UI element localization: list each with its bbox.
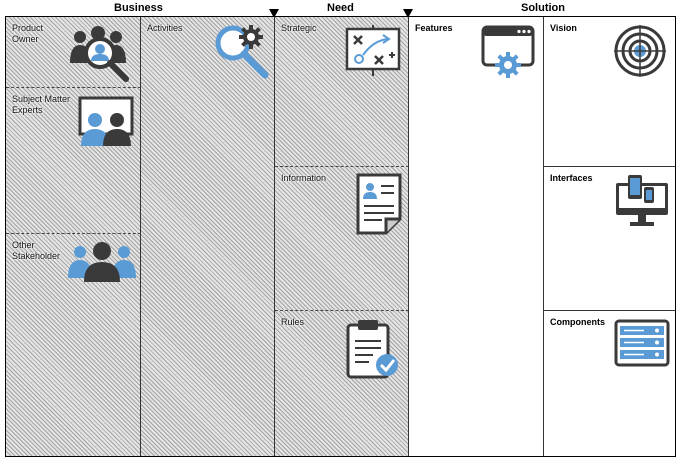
components-cell[interactable]: Components bbox=[544, 311, 675, 456]
other-stakeholder-cell[interactable]: Other Stakeholder bbox=[6, 234, 141, 456]
other-stakeholder-label: Other Stakeholder bbox=[12, 240, 61, 261]
information-label: Information bbox=[281, 173, 327, 183]
information-cell[interactable]: Information bbox=[275, 167, 409, 311]
server-rack-icon bbox=[614, 319, 670, 367]
product-owner-cell[interactable]: Product Owner bbox=[6, 17, 141, 88]
presentation-people-icon bbox=[78, 96, 134, 146]
vision-label: Vision bbox=[550, 23, 577, 33]
interfaces-label: Interfaces bbox=[550, 173, 593, 183]
business-header: Business bbox=[114, 2, 163, 14]
activities-cell[interactable]: Activities bbox=[141, 17, 275, 456]
strategy-board-icon bbox=[345, 25, 401, 76]
subject-matter-experts-cell[interactable]: Subject Matter Experts bbox=[6, 88, 141, 234]
rules-cell[interactable]: Rules bbox=[275, 311, 409, 456]
subject-matter-experts-label: Subject Matter Experts bbox=[12, 94, 71, 115]
components-label: Components bbox=[550, 317, 605, 327]
strategic-label: Strategic bbox=[281, 23, 317, 33]
features-cell[interactable]: Features bbox=[409, 17, 544, 456]
document-profile-icon bbox=[356, 173, 402, 235]
features-label: Features bbox=[415, 23, 453, 33]
clipboard-check-icon bbox=[346, 320, 398, 379]
need-header: Need bbox=[327, 2, 354, 14]
vision-cell[interactable]: Vision bbox=[544, 17, 675, 167]
people-search-icon bbox=[70, 26, 129, 82]
browser-gear-icon bbox=[481, 25, 535, 78]
group-people-icon bbox=[68, 242, 136, 282]
devices-icon bbox=[616, 175, 668, 226]
solution-header: Solution bbox=[521, 2, 565, 14]
target-icon bbox=[614, 25, 666, 77]
interfaces-cell[interactable]: Interfaces bbox=[544, 167, 675, 311]
divider-arrow-need-solution bbox=[403, 9, 413, 18]
rules-label: Rules bbox=[281, 317, 305, 327]
activities-label: Activities bbox=[147, 23, 183, 33]
product-owner-label: Product Owner bbox=[12, 23, 44, 44]
divider-arrow-business-need bbox=[269, 9, 279, 18]
strategic-cell[interactable]: Strategic bbox=[275, 17, 409, 167]
canvas-board: Product Owner Subject Matter Experts Oth… bbox=[5, 16, 676, 457]
search-gear-icon bbox=[215, 25, 269, 79]
